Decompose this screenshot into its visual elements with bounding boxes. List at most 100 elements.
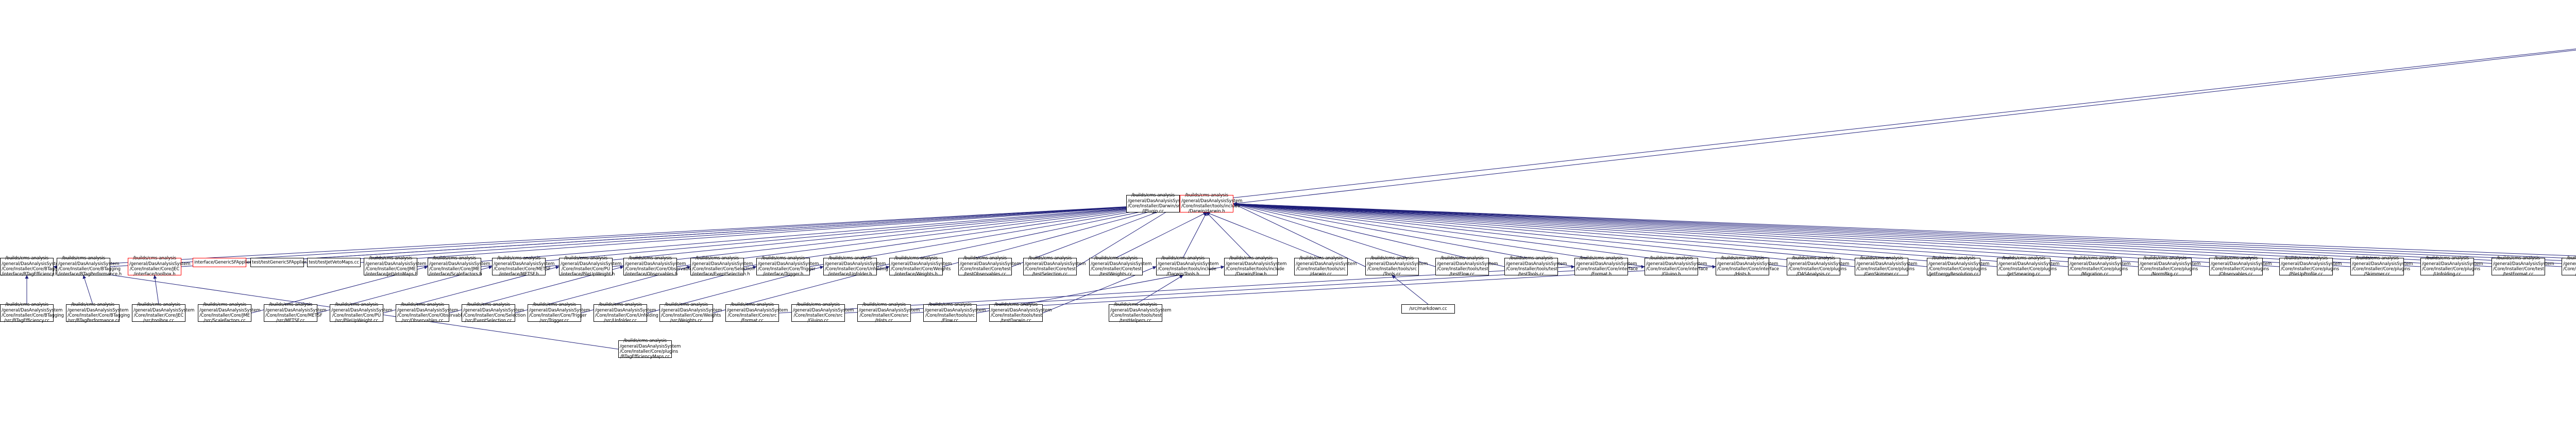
- graph-node-label: /builds/cms-analysis /general/DasAnalysi…: [825, 256, 888, 277]
- graph-node[interactable]: /builds/cms-analysis /general/DasAnalysi…: [2068, 256, 2130, 277]
- graph-node[interactable]: /builds/cms-analysis /general/DasAnalysi…: [1126, 193, 1189, 214]
- graph-node[interactable]: /builds/cms-analysis /general/DasAnalysi…: [690, 256, 754, 277]
- graph-node[interactable]: /builds/cms-analysis /general/DasAnalysi…: [57, 256, 122, 277]
- graph-node-label: /builds/cms-analysis /general/DasAnalysi…: [1856, 256, 1918, 277]
- graph-node-label: /builds/cms-analysis /general/DasAnalysi…: [758, 256, 819, 277]
- graph-node-label: /builds/cms-analysis /general/DasAnalysi…: [1158, 256, 1219, 277]
- graph-edge: [246, 202, 1180, 263]
- graph-node[interactable]: /builds/cms-analysis /general/DasAnalysi…: [1574, 256, 1638, 277]
- graph-node[interactable]: /builds/cms-analysis /general/DasAnalysi…: [2420, 256, 2483, 277]
- graph-node[interactable]: /builds/cms-analysis /general/DasAnalysi…: [618, 338, 681, 360]
- graph-node-label: /builds/cms-analysis /general/DasAnalysi…: [595, 302, 658, 324]
- graph-node[interactable]: /builds/cms-analysis /general/DasAnalysi…: [594, 302, 658, 324]
- graph-node[interactable]: /builds/cms-analysis /general/DasAnalysi…: [659, 302, 722, 323]
- graph-node[interactable]: /builds/cms-analysis /general/DasAnalysi…: [989, 302, 1052, 323]
- graph-node[interactable]: /builds/cms-analysis /general/DasAnalysi…: [1109, 302, 1171, 323]
- graph-node-label: /builds/cms-analysis /general/DasAnalysi…: [2352, 256, 2413, 277]
- graph-node[interactable]: /builds/cms-analysis /general/DasAnalysi…: [958, 256, 1021, 277]
- graph-node[interactable]: /builds/cms-analysis /general/DasAnalysi…: [756, 256, 819, 277]
- graph-node-label: interface/GenericSFApplier.h: [194, 259, 255, 265]
- graph-node-label: /src/markdown.cc: [1409, 306, 1447, 311]
- graph-node-label: /builds/cms-analysis /general/DasAnalysi…: [925, 302, 986, 324]
- graph-node[interactable]: /builds/cms-analysis /general/DasAnalysi…: [2492, 256, 2554, 277]
- graph-node-label: /builds/cms-analysis /general/DasAnalysi…: [1296, 256, 1357, 277]
- graph-node[interactable]: /builds/cms-analysis /general/DasAnalysi…: [823, 256, 888, 277]
- graph-node-label: /builds/cms-analysis /general/DasAnalysi…: [2281, 256, 2342, 277]
- graph-node[interactable]: /builds/cms-analysis /general/DasAnalysi…: [364, 256, 427, 277]
- graph-node-label: /builds/cms-analysis /general/DasAnalysi…: [1646, 256, 1708, 277]
- graph-node[interactable]: test/testGenericSFApplier.cc: [250, 258, 312, 267]
- graph-node[interactable]: /builds/cms-analysis /general/DasAnalysi…: [428, 256, 490, 277]
- graph-node-label: /builds/cms-analysis /general/DasAnalysi…: [365, 256, 427, 277]
- graph-node[interactable]: /builds/cms-analysis /general/DasAnalysi…: [857, 302, 920, 323]
- graph-node-label: /builds/cms-analysis /general/DasAnalysi…: [2211, 256, 2272, 277]
- graph-node[interactable]: /src/markdown.cc: [1401, 304, 1455, 314]
- graph-node[interactable]: /builds/cms-analysis /general/DasAnalysi…: [1716, 256, 1780, 277]
- graph-node-label: /builds/cms-analysis /general/DasAnalysi…: [2, 302, 64, 324]
- graph-edge: [1233, 50, 2576, 204]
- graph-edge: [360, 202, 1180, 263]
- graph-node[interactable]: /builds/cms-analysis /general/DasAnalysi…: [2562, 256, 2576, 277]
- graph-node[interactable]: /builds/cms-analysis /general/DasAnalysi…: [1365, 256, 1428, 277]
- graph-node-label: /builds/cms-analysis /general/DasAnalysi…: [561, 256, 622, 277]
- graph-node[interactable]: /builds/cms-analysis /general/DasAnalysi…: [923, 302, 986, 324]
- graph-node[interactable]: /builds/cms-analysis /general/DasAnalysi…: [1156, 256, 1219, 277]
- graph-node[interactable]: /builds/cms-analysis /general/DasAnalysi…: [559, 256, 622, 277]
- graph-node[interactable]: /builds/cms-analysis /general/DasAnalysi…: [1855, 256, 1918, 277]
- graph-node-label: /builds/cms-analysis /general/DasAnalysi…: [891, 256, 952, 277]
- graph-node-label: /builds/cms-analysis /general/DasAnalysi…: [67, 302, 130, 324]
- graph-node[interactable]: /builds/cms-analysis /general/DasAnalysi…: [492, 256, 554, 277]
- graph-node[interactable]: /builds/cms-analysis /general/DasAnalysi…: [1997, 256, 2059, 277]
- graph-node-label: /builds/cms-analysis /general/DasAnalysi…: [1788, 256, 1850, 277]
- graph-edge: [1206, 212, 1321, 258]
- graph-edge: [1115, 212, 1207, 258]
- graph-node-label: /builds/cms-analysis /general/DasAnalysi…: [1437, 256, 1498, 277]
- graph-node-label: /builds/cms-analysis /general/DasAnalysi…: [793, 302, 854, 324]
- graph-node-label: /builds/cms-analysis /general/DasAnalysi…: [331, 302, 393, 324]
- graph-node[interactable]: /builds/cms-analysis /general/DasAnalysi…: [1294, 256, 1357, 277]
- graph-node[interactable]: /builds/cms-analysis /general/DasAnalysi…: [528, 302, 590, 323]
- graph-node[interactable]: /builds/cms-analysis /general/DasAnalysi…: [791, 302, 854, 324]
- graph-node[interactable]: /builds/cms-analysis /general/DasAnalysi…: [1787, 256, 1850, 277]
- graph-node[interactable]: /builds/cms-analysis /general/DasAnalysi…: [0, 302, 64, 324]
- graph-edge: [1179, 48, 2576, 204]
- graph-edge: [1182, 212, 1207, 258]
- graph-node[interactable]: /builds/cms-analysis /general/DasAnalysi…: [1645, 256, 1708, 277]
- graph-edge: [153, 275, 159, 305]
- graph-node[interactable]: /builds/cms-analysis /general/DasAnalysi…: [1023, 256, 1086, 277]
- graph-node[interactable]: /builds/cms-analysis /general/DasAnalysi…: [462, 302, 526, 323]
- graph-node[interactable]: /builds/cms-analysis /general/DasAnalysi…: [1504, 256, 1567, 277]
- graph-node[interactable]: /builds/cms-analysis /general/DasAnalysi…: [0, 256, 64, 277]
- graph-node[interactable]: /builds/cms-analysis /general/DasAnalysi…: [1089, 256, 1151, 277]
- graph-node[interactable]: /builds/cms-analysis /general/DasAnalysi…: [1224, 256, 1286, 277]
- graph-node-label: /builds/cms-analysis /general/DasAnalysi…: [2493, 256, 2554, 277]
- graph-node[interactable]: /builds/cms-analysis /general/DasAnalysi…: [66, 302, 130, 324]
- graph-node[interactable]: /builds/cms-analysis /general/DasAnalysi…: [264, 302, 327, 324]
- graph-node[interactable]: /builds/cms-analysis /general/DasAnalysi…: [132, 302, 194, 323]
- graph-node-label: /builds/cms-analysis /general/DasAnalysi…: [620, 338, 681, 360]
- graph-node[interactable]: /builds/cms-analysis /general/DasAnalysi…: [725, 302, 788, 323]
- graph-edge: [53, 202, 1180, 267]
- graph-node[interactable]: interface/GenericSFApplier.h: [193, 258, 255, 267]
- graph-node[interactable]: /builds/cms-analysis /general/DasAnalysi…: [2209, 256, 2272, 277]
- graph-node[interactable]: /builds/cms-analysis /general/DasAnalysi…: [2350, 256, 2413, 277]
- graph-node-label: /builds/cms-analysis /general/DasAnalysi…: [960, 256, 1021, 277]
- graph-node-label: /builds/cms-analysis /general/DasAnalysi…: [1717, 256, 1780, 277]
- graph-node[interactable]: /builds/cms-analysis /general/DasAnalysi…: [623, 256, 694, 277]
- graph-node[interactable]: /builds/cms-analysis /general/DasAnalysi…: [889, 256, 952, 277]
- graph-node[interactable]: /builds/cms-analysis /general/DasAnalysi…: [1180, 193, 1242, 214]
- graph-node[interactable]: /builds/cms-analysis /general/DasAnalysi…: [2138, 256, 2201, 277]
- graph-edge: [82, 275, 93, 305]
- graph-node[interactable]: /builds/cms-analysis /general/DasAnalysi…: [396, 302, 467, 323]
- graph-node[interactable]: /builds/cms-analysis /general/DasAnalysi…: [198, 302, 260, 323]
- graph-node[interactable]: /builds/cms-analysis /general/DasAnalysi…: [2279, 256, 2342, 277]
- graph-node[interactable]: /builds/cms-analysis /general/DasAnalysi…: [330, 302, 393, 324]
- graph-node[interactable]: /builds/cms-analysis /general/DasAnalysi…: [1927, 256, 1989, 277]
- graph-node[interactable]: /builds/cms-analysis /general/DasAnalysi…: [1435, 256, 1498, 277]
- graph-node[interactable]: test/testJetVetoMaps.cc: [307, 258, 361, 267]
- graph-node-label: /builds/cms-analysis /general/DasAnalysi…: [625, 256, 694, 277]
- graph-node[interactable]: /builds/cms-analysis /general/DasAnalysi…: [128, 256, 190, 277]
- graph-node-label: /builds/cms-analysis /general/DasAnalysi…: [265, 302, 327, 324]
- graph-node-label: /builds/cms-analysis /general/DasAnalysi…: [2140, 256, 2201, 277]
